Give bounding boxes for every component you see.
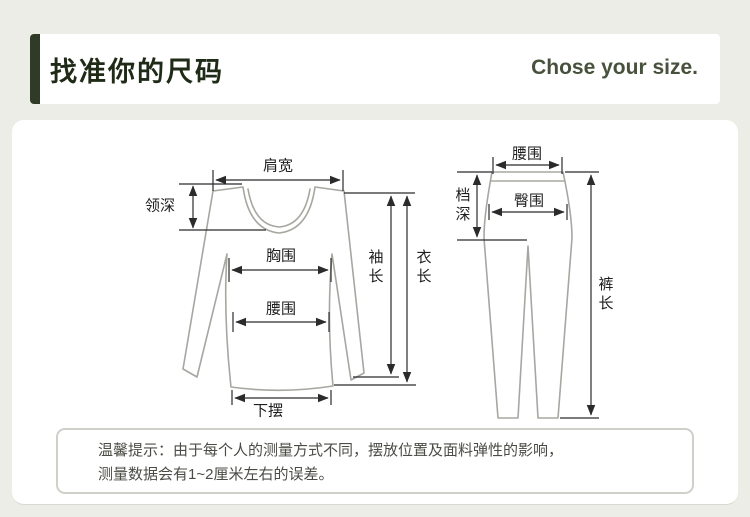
- shirt-outline: [182, 186, 365, 392]
- shirt-waist-label: 腰围: [265, 300, 297, 318]
- shirt-chest-label: 胸围: [265, 247, 297, 265]
- tip-line-2: 测量数据会有1~2厘米左右的误差。: [98, 466, 334, 483]
- pants-length-label: 裤长: [596, 276, 614, 314]
- shirt-shoulder-width-label: 肩宽: [262, 157, 294, 175]
- page-title: 找准你的尺码: [50, 56, 224, 87]
- shirt-collar-depth-label: 领深: [144, 197, 176, 215]
- header-accent-bar: [30, 34, 40, 104]
- header-card: 找准你的尺码 Chose your size.: [30, 34, 720, 104]
- tip-box: 温馨提示：由于每个人的测量方式不同，摆放位置及面料弹性的影响， 测量数据会有1~…: [56, 428, 694, 494]
- page-subtitle: Chose your size.: [531, 56, 698, 79]
- pants-dimension-arrows: [457, 157, 599, 419]
- shirt-garment-length-label: 衣长: [414, 249, 432, 287]
- shirt-dimension-arrows: [179, 170, 416, 405]
- pants-hip-label: 臀围: [513, 192, 545, 210]
- shirt-hem-label: 下摆: [252, 402, 284, 420]
- tip-line-1: 温馨提示：由于每个人的测量方式不同，摆放位置及面料弹性的影响，: [98, 442, 564, 459]
- pants-outline: [483, 171, 573, 419]
- shirt-sleeve-length-label: 袖长: [366, 249, 384, 287]
- pants-waist-label: 腰围: [511, 145, 543, 163]
- pants-crotch-depth-label: 档深: [453, 187, 471, 225]
